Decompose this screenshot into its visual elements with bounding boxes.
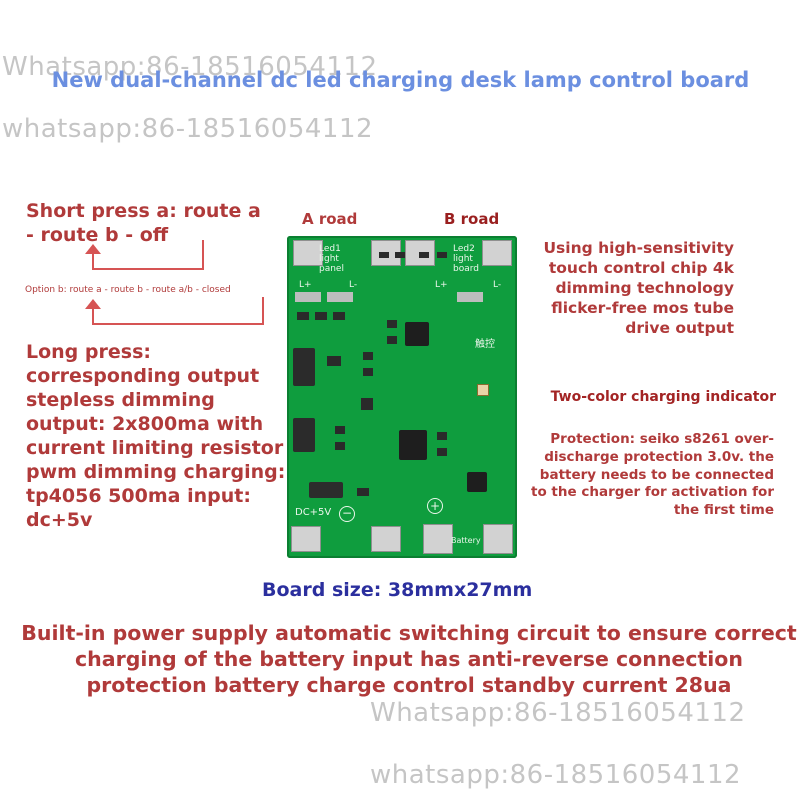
resistor xyxy=(333,312,345,320)
charging-led xyxy=(477,384,489,396)
resistor xyxy=(387,336,397,344)
resistor xyxy=(357,488,369,496)
charging-indicator-callout: Two-color charging indicator xyxy=(550,389,776,405)
solder-pad xyxy=(371,526,401,552)
ic-chip xyxy=(405,322,429,346)
b-road-label: B road xyxy=(444,210,500,228)
arrow-line xyxy=(262,297,264,325)
resistor xyxy=(387,320,397,328)
resistor xyxy=(395,252,405,258)
l-minus-silk: L- xyxy=(493,280,502,290)
solder-pad xyxy=(482,240,512,266)
mosfet xyxy=(293,418,315,452)
ic-chip xyxy=(399,430,427,460)
resistor xyxy=(335,442,345,450)
resistor xyxy=(437,252,447,258)
resistor xyxy=(363,368,373,376)
mosfet xyxy=(293,348,315,386)
solder-pad xyxy=(293,240,323,266)
arrow-up-icon xyxy=(85,244,101,254)
l-plus-silk: L+ xyxy=(435,280,448,290)
arrow-line xyxy=(92,307,94,325)
component xyxy=(457,292,483,302)
arrow-line xyxy=(202,240,204,270)
board-size-label: Board size: 38mmx27mm xyxy=(262,579,533,601)
option-b-callout: Option b: route a - route b - route a/b … xyxy=(25,285,231,295)
l-plus-silk: L+ xyxy=(299,280,312,290)
battery-silk: Battery xyxy=(451,536,481,545)
solder-pad xyxy=(423,524,453,554)
plus-icon: + xyxy=(427,498,443,514)
resistor xyxy=(437,432,447,440)
arrow-line xyxy=(92,323,264,325)
touch-chip-callout: Using high-sensitivity touch control chi… xyxy=(543,239,734,337)
page-title: New dual-channel dc led charging desk la… xyxy=(51,68,750,92)
watermark-text: Whatsapp:86-18516054112 xyxy=(370,698,746,728)
component xyxy=(295,292,321,302)
pcb-board: Led1 light panel Led2 light board L+ L- … xyxy=(287,236,517,558)
arrow-up-icon xyxy=(85,299,101,309)
component xyxy=(327,356,341,366)
long-press-callout: Long press: corresponding output steples… xyxy=(26,341,286,531)
resistor xyxy=(315,312,327,320)
dc-silk: DC+5V xyxy=(295,507,332,518)
led1-silk: Led1 light panel xyxy=(319,244,344,274)
short-press-callout: Short press a: route a - route b - off xyxy=(26,200,261,246)
component xyxy=(361,398,373,410)
diode xyxy=(309,482,343,498)
resistor xyxy=(297,312,309,320)
arrow-line xyxy=(92,268,204,270)
arrow-line xyxy=(92,252,94,270)
minus-icon: − xyxy=(339,506,355,522)
led2-silk: Led2 light board xyxy=(453,244,479,274)
a-road-label: A road xyxy=(302,210,358,228)
protection-callout: Protection: seiko s8261 over-discharge p… xyxy=(531,431,774,519)
ic-chip xyxy=(467,472,487,492)
touch-silk: 触控 xyxy=(475,339,495,350)
resistor xyxy=(379,252,389,258)
solder-pad xyxy=(291,526,321,552)
resistor xyxy=(363,352,373,360)
solder-pad xyxy=(483,524,513,554)
component xyxy=(327,292,353,302)
resistor xyxy=(419,252,429,258)
l-minus-silk: L- xyxy=(349,280,358,290)
watermark-text: whatsapp:86-18516054112 xyxy=(370,760,742,790)
resistor xyxy=(437,448,447,456)
watermark-text: whatsapp:86-18516054112 xyxy=(2,114,374,144)
builtin-description: Built-in power supply automatic switchin… xyxy=(21,621,797,697)
watermark-text: Whatsapp:86-18516054112 xyxy=(2,52,378,82)
resistor xyxy=(335,426,345,434)
